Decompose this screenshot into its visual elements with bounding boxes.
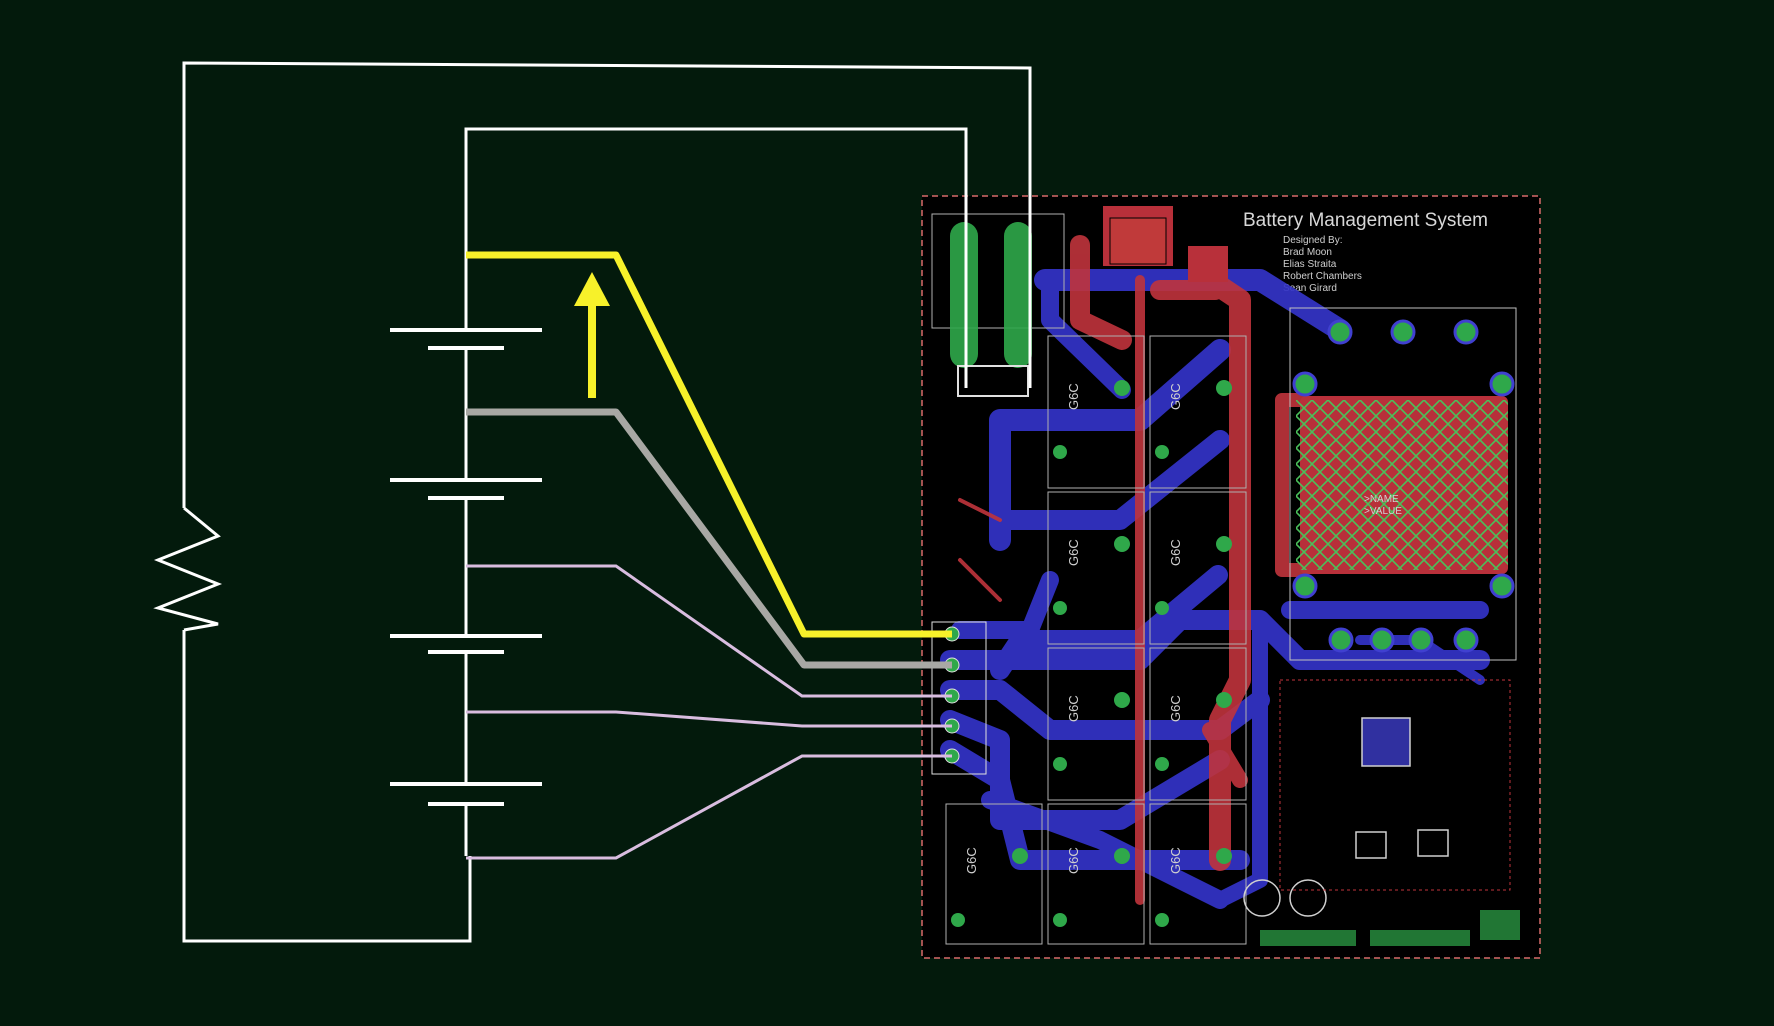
inner-loop-wire <box>464 127 968 388</box>
battery-cell-icon <box>390 328 542 806</box>
outer-loop-wire <box>182 61 1032 943</box>
capacitor-labels: G6C G6C G6C G6C G6C G6C G6C G6C G6C <box>964 383 1183 874</box>
designer-3: Robert Chambers <box>1283 271 1362 282</box>
designer-1: Brad Moon <box>1283 247 1332 258</box>
board-title: Battery Management System <box>1243 210 1488 231</box>
regulator <box>1103 206 1228 282</box>
cap-label-6: G6C <box>1168 695 1183 722</box>
cap-label-4: G6C <box>1168 539 1183 566</box>
designer-4: Sean Girard <box>1283 283 1337 294</box>
input-connector <box>931 213 1065 397</box>
up-arrow-icon <box>574 272 610 398</box>
pcb-board: Battery Management System Designed By: B… <box>921 195 1541 959</box>
cap-label-1: G6C <box>1066 383 1081 410</box>
credits-block: Designed By: Brad Moon Elias Straita Rob… <box>1283 235 1362 294</box>
mcu-area <box>1243 679 1520 946</box>
resistor-icon <box>153 506 223 632</box>
cap-label-2: G6C <box>1168 383 1183 410</box>
designer-2: Elias Straita <box>1283 259 1337 270</box>
sense-wire-3 <box>466 564 952 698</box>
cap-label-8: G6C <box>1066 847 1081 874</box>
cap-label-3: G6C <box>1066 539 1081 566</box>
cap-label-5: G6C <box>1066 695 1081 722</box>
sense-wire-1 <box>466 251 952 638</box>
sense-wire-2 <box>466 408 952 669</box>
cap-label-9: G6C <box>1168 847 1183 874</box>
mounting-pads <box>1292 319 1515 653</box>
placeholder-name: >NAME <box>1364 494 1399 505</box>
cap-label-7: G6C <box>964 847 979 874</box>
placeholder-value: >VALUE <box>1364 506 1402 517</box>
credits-heading: Designed By: <box>1283 235 1342 246</box>
top-copper-traces <box>958 235 1307 905</box>
cap-pads <box>951 380 1232 927</box>
sense-wire-4 <box>466 710 952 728</box>
sense-wire-5 <box>466 754 952 860</box>
module-footprint: >NAME >VALUE <box>1289 307 1517 661</box>
capacitor-blocks <box>945 335 1247 945</box>
